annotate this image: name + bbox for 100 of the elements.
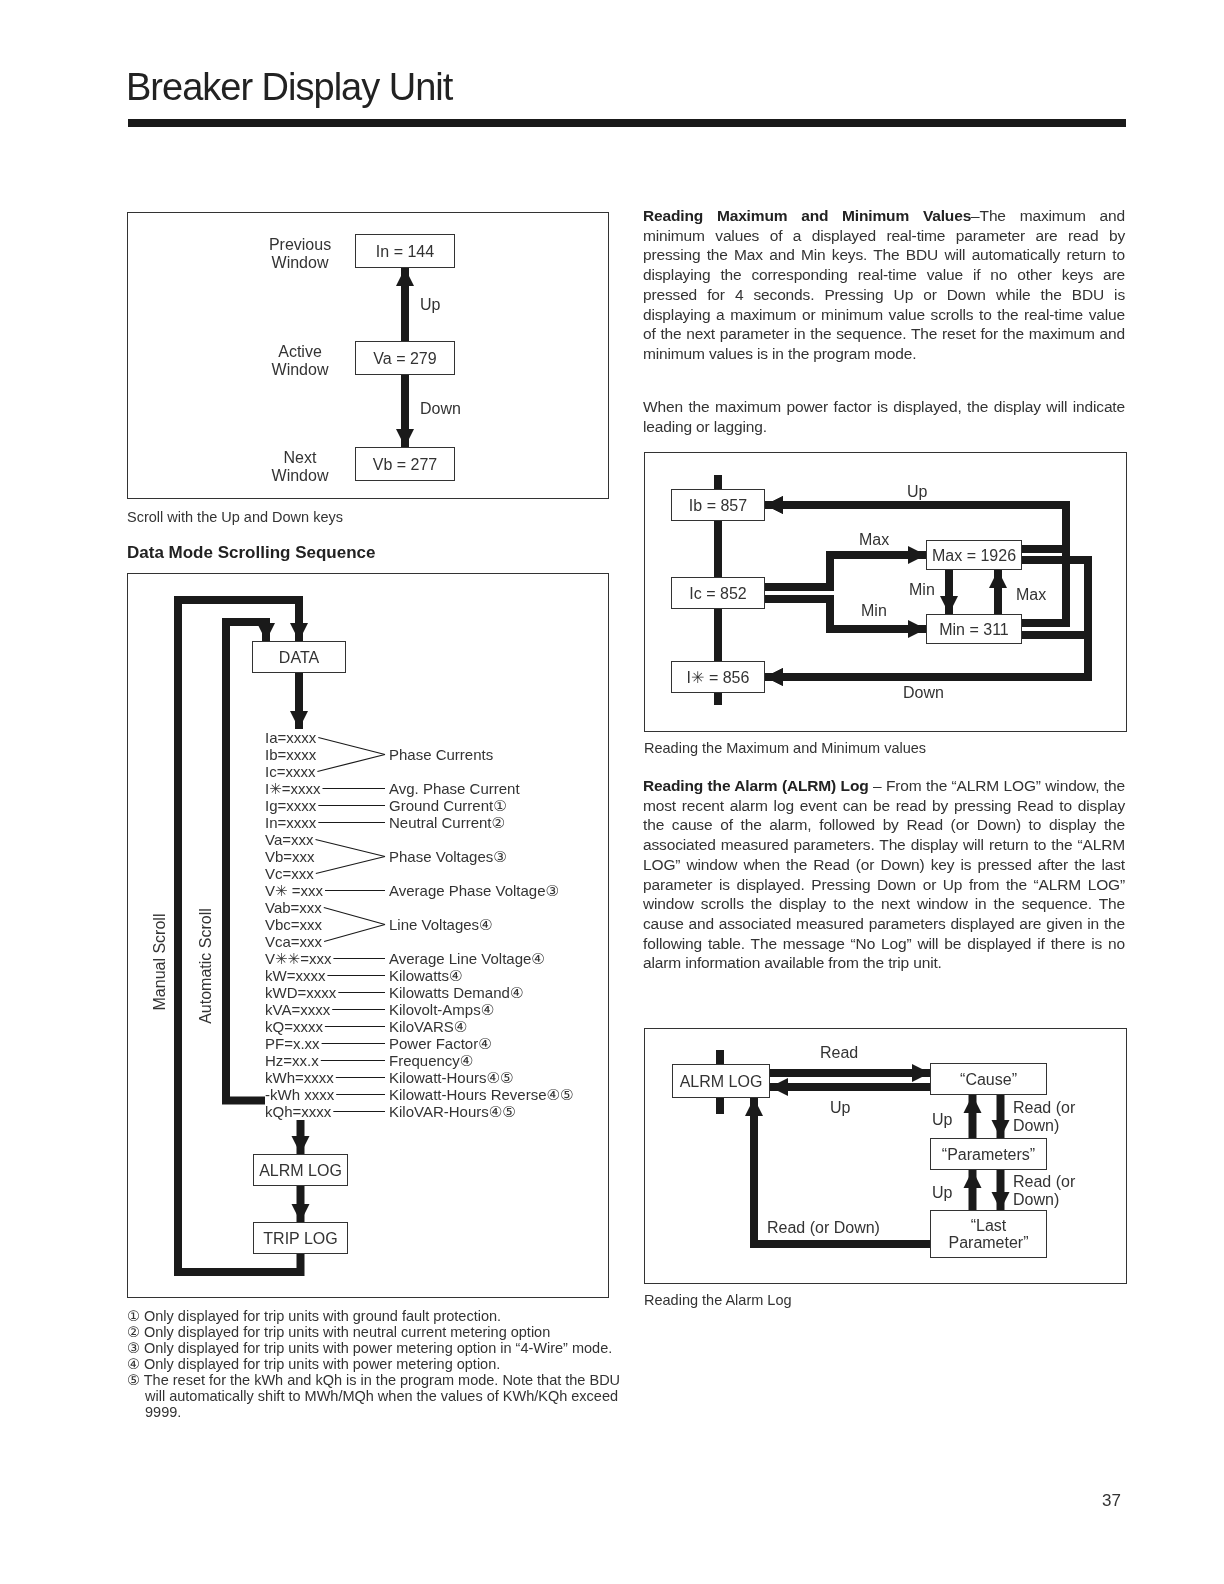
arrow — [963, 1170, 982, 1210]
arrow — [770, 1064, 930, 1082]
edge-label: Up — [420, 296, 441, 314]
parameter-label: Phase Voltages③ — [389, 848, 507, 865]
readout-text: kQ=xxxx — [265, 1018, 323, 1035]
connector-line — [335, 1093, 386, 1096]
arrow — [765, 631, 1092, 686]
readout-text: In=xxxx — [265, 814, 317, 831]
readout-text: Ig=xxxx — [265, 797, 317, 814]
connector-line — [326, 974, 386, 977]
footnote: ① Only displayed for trip units with ground fault protection. — [127, 1308, 503, 1324]
figure-caption: Reading the Alarm Log — [644, 1292, 793, 1309]
window-label: Previous Window — [267, 236, 333, 272]
arrow — [765, 496, 1070, 627]
arrow — [745, 1098, 930, 1248]
connector-line — [337, 991, 386, 994]
arrow — [174, 596, 308, 1276]
readout-text: V✳ =xxx — [265, 882, 323, 899]
readout-text: V✳✳=xxx — [265, 950, 332, 967]
readout-text: Vb=xxx — [265, 848, 315, 865]
connector-line — [317, 736, 386, 756]
connector-line — [321, 787, 386, 790]
connector-line — [324, 889, 386, 892]
edge-label: Read (or Down) — [1013, 1099, 1077, 1135]
connector-line — [314, 838, 386, 858]
readout-text: kQh=xxxx — [265, 1103, 332, 1120]
readout-text: Vc=xxx — [265, 865, 314, 882]
edge-label: Min — [861, 602, 887, 620]
parameter-label: Average Phase Voltage③ — [389, 882, 559, 899]
edge-label: Up — [932, 1111, 953, 1129]
arrow — [940, 570, 958, 614]
connector-line — [332, 957, 386, 960]
readout-text: Vab=xxx — [265, 899, 322, 916]
parameter-label: Kilowatt-Hours Reverse④⑤ — [389, 1086, 574, 1103]
parameter-label: Kilowatts Demand④ — [389, 984, 524, 1001]
readout-text: Hz=xx.x — [265, 1052, 319, 1069]
edge-label: Read (or Down) — [767, 1219, 880, 1237]
arrow — [291, 1186, 310, 1222]
display-box: In = 144 — [355, 234, 455, 268]
edge-label: Up — [932, 1184, 953, 1202]
edge-label: Manual Scroll — [151, 913, 169, 1011]
connector-line — [321, 1042, 386, 1045]
footnote: ⑤ The reset for the kWh and kQh is in the program mode. Note that the BDU will automatically shift to MWh/MQh when the values of KWh/KQh exceed 9999. — [127, 1372, 622, 1420]
display-box: Ic = 852 — [671, 577, 765, 609]
readout-text: Ia=xxxx — [265, 729, 317, 746]
window-label: Active Window — [270, 343, 330, 379]
arrow — [963, 1095, 982, 1138]
parameter-label: Frequency④ — [389, 1052, 474, 1069]
connector-line — [324, 1025, 386, 1028]
footnote: ② Only displayed for trip units with neutral current metering option — [127, 1324, 552, 1340]
edge-label: Max — [859, 531, 890, 549]
readout-text: PF=x.xx — [265, 1035, 320, 1052]
display-box: Va = 279 — [355, 341, 455, 375]
display-box: “Last Parameter” — [930, 1210, 1047, 1258]
edge-label: Max — [1016, 586, 1047, 604]
display-box: “Parameters” — [930, 1138, 1047, 1170]
section-heading: Data Mode Scrolling Sequence — [127, 543, 377, 563]
readout-text: kVA=xxxx — [265, 1001, 331, 1018]
figure-caption: Reading the Maximum and Minimum values — [644, 740, 928, 757]
footnote: ③ Only displayed for trip units with power metering option in “4-Wire” mode. — [127, 1340, 614, 1356]
readout-text: Ib=xxxx — [265, 746, 317, 763]
page-number: 37 — [1102, 1491, 1122, 1511]
connector-line — [335, 1076, 386, 1079]
readout-text: -kWh xxxx — [265, 1086, 335, 1103]
edge-label: Up — [830, 1099, 851, 1117]
footnote: ④ Only displayed for trip units with power metering option. — [127, 1356, 502, 1372]
parameter-label: Kilowatt-Hours④⑤ — [389, 1069, 514, 1086]
parameter-label: Phase Currents — [389, 746, 494, 763]
connector-line — [317, 821, 386, 824]
readout-text: I✳=xxxx — [265, 780, 321, 797]
arrow — [770, 1078, 930, 1096]
parameter-label: Kilowatts④ — [389, 967, 463, 984]
connector-line — [714, 609, 722, 661]
page-title: Breaker Display Unit — [126, 66, 453, 109]
readout-text: kW=xxxx — [265, 967, 326, 984]
connector-line — [323, 906, 386, 926]
connector-line — [316, 753, 386, 773]
edge-label: Automatic Scroll — [197, 908, 215, 1024]
readout-text: Va=xxx — [265, 831, 314, 848]
parameter-label: Power Factor④ — [389, 1035, 492, 1052]
readout-text: Vbc=xxx — [265, 916, 323, 933]
connector-line — [323, 923, 386, 943]
display-box: ALRM LOG — [672, 1064, 770, 1098]
connector-line — [315, 855, 386, 875]
display-box: Max = 1926 — [926, 540, 1022, 570]
parameter-label: Ground Current① — [389, 797, 507, 814]
readout-text: Vca=xxx — [265, 933, 323, 950]
arrow — [765, 546, 926, 591]
parameter-label: Line Voltages④ — [389, 916, 493, 933]
connector-line — [331, 1008, 386, 1011]
arrow — [765, 595, 926, 638]
body-paragraph: When the maximum power factor is displayed, the display will indicate leading or lagging. — [643, 397, 1125, 437]
parameter-label: Kilovolt-Amps④ — [389, 1001, 495, 1018]
parameter-label: KiloVARS④ — [389, 1018, 468, 1035]
arrow — [396, 268, 414, 341]
readout-text: kWh=xxxx — [265, 1069, 334, 1086]
display-box: Vb = 277 — [355, 447, 455, 481]
display-box: Min = 311 — [926, 614, 1022, 644]
readout-text: kWD=xxxx — [265, 984, 337, 1001]
edge-label: Down — [903, 684, 944, 702]
